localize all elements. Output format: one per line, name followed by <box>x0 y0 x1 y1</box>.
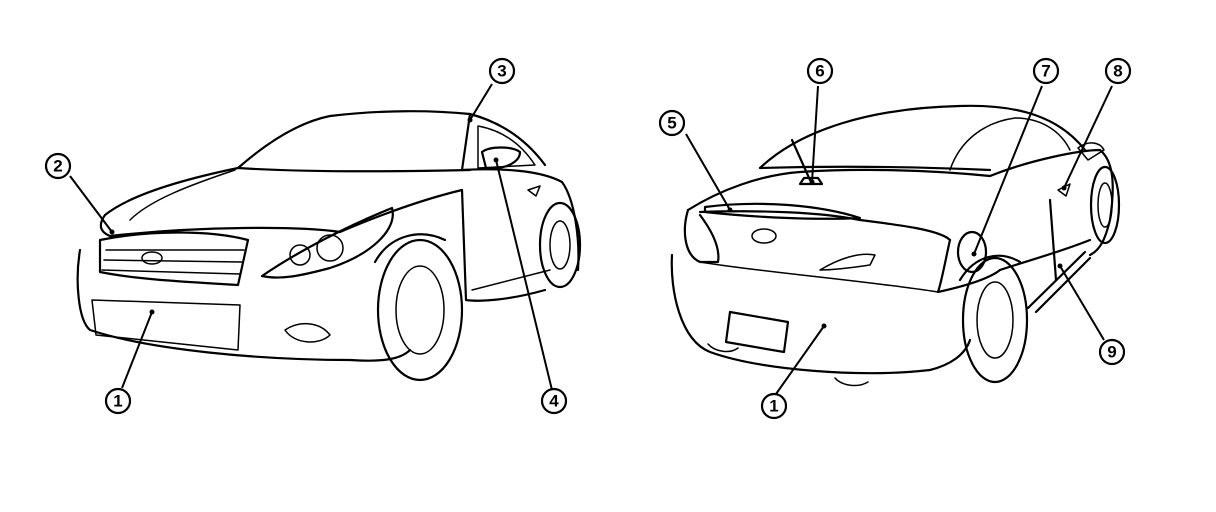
callout-label: 6 <box>815 62 824 81</box>
callout-label: 2 <box>53 157 62 176</box>
leader-lines <box>69 83 1113 395</box>
callout-label: 4 <box>549 392 559 411</box>
callout-label: 7 <box>1041 62 1050 81</box>
callout-label: 9 <box>1107 343 1116 362</box>
callout-6: 6 <box>806 57 834 85</box>
rear-view-car <box>670 104 1121 387</box>
callout-2: 2 <box>44 152 72 180</box>
callout-3: 3 <box>488 57 516 85</box>
callout-5: 5 <box>658 109 686 137</box>
callout-7: 7 <box>1032 57 1060 85</box>
callout-1-front: 1 <box>104 387 132 415</box>
callout-label: 1 <box>113 392 122 411</box>
callout-label: 5 <box>667 114 676 133</box>
front-view-car <box>76 110 582 382</box>
callout-label: 1 <box>769 397 778 416</box>
callout-4: 4 <box>540 387 568 415</box>
callout-label: 8 <box>1113 62 1122 81</box>
callout-label: 3 <box>497 62 506 81</box>
callout-8: 8 <box>1104 57 1132 85</box>
callout-1-rear: 1 <box>760 392 788 420</box>
callout-9: 9 <box>1098 338 1126 366</box>
